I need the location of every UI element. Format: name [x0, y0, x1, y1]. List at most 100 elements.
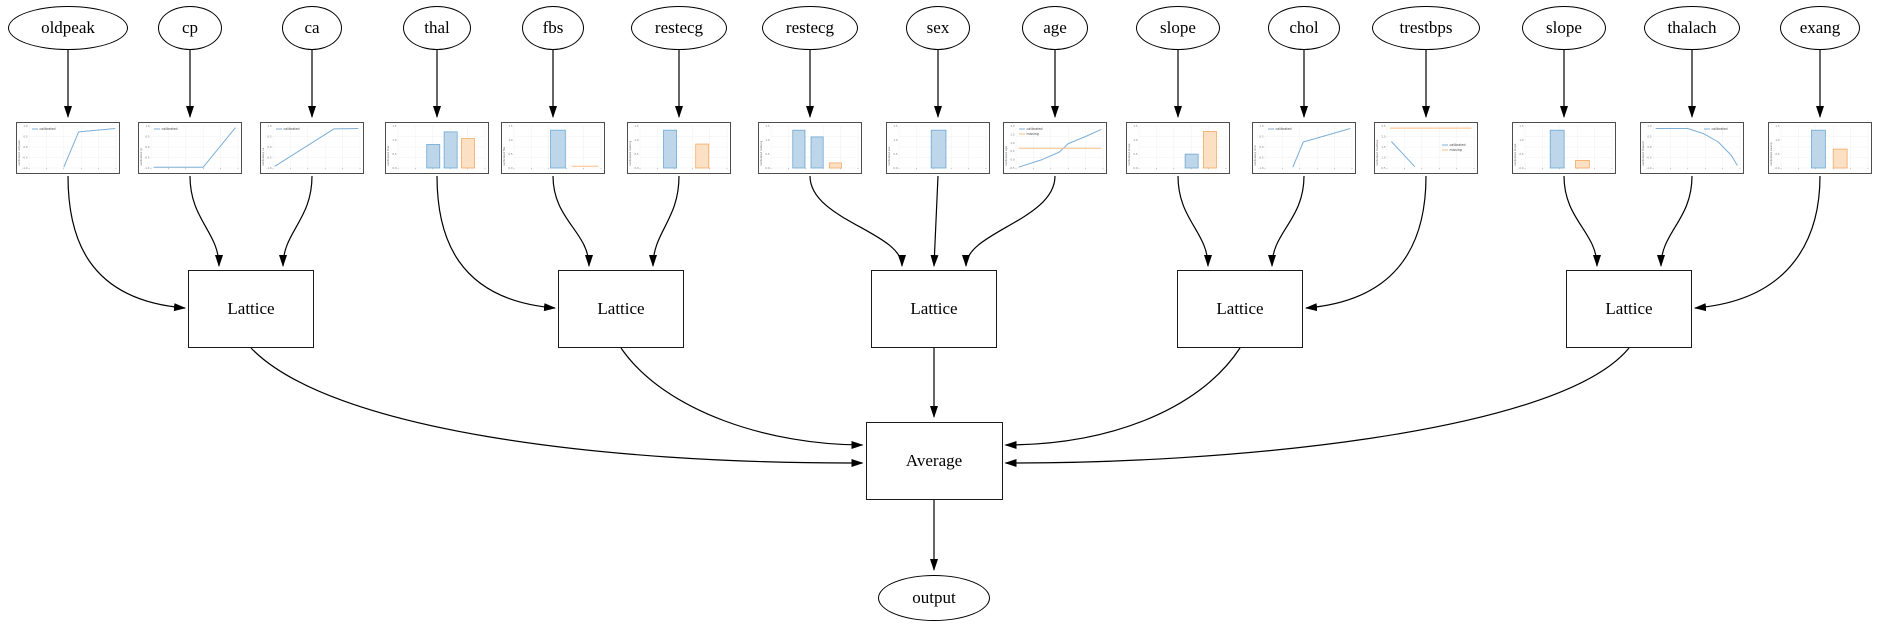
svg-text:1.0: 1.0 — [893, 138, 897, 142]
lattice-node-3: Lattice — [1177, 270, 1303, 348]
feature-node-cp-1: cp — [158, 6, 222, 50]
svg-text:1.0: 1.0 — [634, 138, 638, 142]
svg-text:0.0: 0.0 — [23, 145, 27, 149]
svg-text:1.0: 1.0 — [23, 124, 27, 128]
lattice-node-4: Lattice — [1566, 270, 1692, 348]
svg-text:1.0: 1.0 — [508, 138, 512, 142]
feature-label: fbs — [542, 18, 564, 37]
svg-text:0.5: 0.5 — [1519, 152, 1523, 156]
svg-text:1.0: 1.0 — [1133, 138, 1137, 142]
svg-text:0.0: 0.0 — [1647, 145, 1651, 149]
svg-text:1.0: 1.0 — [1775, 138, 1779, 142]
feature-node-restecg-6: restecg — [762, 6, 858, 50]
svg-text:0.0: 0.0 — [392, 166, 396, 170]
svg-text:1.5: 1.5 — [1775, 124, 1779, 128]
svg-text:1.5: 1.5 — [508, 124, 512, 128]
svg-text:calibrated thalach: calibrated thalach — [1641, 140, 1645, 166]
svg-text:calibrated: calibrated — [1027, 127, 1043, 131]
svg-text:calibrated restecg: calibrated restecg — [759, 140, 763, 166]
feature-label: thalach — [1667, 18, 1717, 37]
svg-text:calibrated sex: calibrated sex — [887, 146, 891, 166]
svg-text:1.5: 1.5 — [1133, 124, 1137, 128]
feature-label: chol — [1289, 18, 1319, 37]
svg-text:1.5: 1.5 — [1381, 145, 1385, 149]
svg-text:-0.5: -0.5 — [1009, 166, 1014, 170]
feature-node-sex-7: sex — [906, 6, 970, 50]
svg-text:1.0: 1.0 — [1010, 141, 1014, 145]
feature-node-chol-10: chol — [1268, 6, 1340, 50]
svg-text:-1.0: -1.0 — [266, 166, 271, 170]
svg-text:calibrated: calibrated — [40, 127, 56, 131]
svg-text:-1.0: -1.0 — [22, 166, 27, 170]
svg-text:calibrated cp: calibrated cp — [139, 148, 143, 166]
svg-text:-0.5: -0.5 — [22, 156, 27, 160]
svg-text:0.5: 0.5 — [267, 135, 271, 139]
svg-text:1.0: 1.0 — [1259, 124, 1263, 128]
feature-label: trestbps — [1399, 18, 1453, 37]
svg-text:calibrated oldpeak: calibrated oldpeak — [17, 140, 21, 166]
lattice-node-2: Lattice — [871, 270, 997, 348]
svg-text:calibrated fbs: calibrated fbs — [502, 146, 506, 166]
feature-label: oldpeak — [41, 18, 95, 37]
svg-text:calibrated: calibrated — [284, 127, 300, 131]
svg-text:-1.0: -1.0 — [1646, 166, 1651, 170]
feature-node-thalach-13: thalach — [1644, 6, 1740, 50]
lattice-node-0: Lattice — [188, 270, 314, 348]
svg-text:-1.0: -1.0 — [1258, 166, 1263, 170]
feature-node-restecg-5: restecg — [631, 6, 727, 50]
svg-text:1.5: 1.5 — [392, 124, 396, 128]
svg-text:0.5: 0.5 — [23, 135, 27, 139]
svg-text:1.0: 1.0 — [145, 124, 149, 128]
svg-text:1.5: 1.5 — [893, 124, 897, 128]
svg-text:calibrated restecg: calibrated restecg — [628, 140, 632, 166]
svg-text:0.0: 0.0 — [1775, 166, 1779, 170]
svg-text:calibrated: calibrated — [1276, 127, 1292, 131]
lattice-label: Lattice — [910, 299, 958, 318]
svg-text:-0.5: -0.5 — [1258, 156, 1263, 160]
svg-text:0.0: 0.0 — [634, 166, 638, 170]
output-label: output — [912, 588, 956, 607]
svg-text:0.0: 0.0 — [1519, 166, 1523, 170]
svg-text:0.0: 0.0 — [145, 145, 149, 149]
svg-text:0.0: 0.0 — [1133, 166, 1137, 170]
svg-text:1.0: 1.0 — [1519, 138, 1523, 142]
svg-text:calibrated chol: calibrated chol — [1253, 145, 1257, 166]
feature-label: cp — [181, 18, 199, 37]
svg-text:-1.0: -1.0 — [144, 166, 149, 170]
output-node: output — [878, 575, 990, 621]
feature-label: slope — [1546, 18, 1582, 37]
feature-node-fbs-4: fbs — [522, 6, 584, 50]
svg-text:2.0: 2.0 — [1381, 135, 1385, 139]
feature-label: sex — [926, 18, 950, 37]
svg-text:-0.5: -0.5 — [266, 156, 271, 160]
svg-text:0.5: 0.5 — [765, 152, 769, 156]
feature-label: slope — [1160, 18, 1196, 37]
svg-text:-0.5: -0.5 — [1646, 156, 1651, 160]
feature-label: thal — [424, 18, 450, 37]
feature-node-exang-14: exang — [1780, 6, 1860, 50]
svg-text:1.0: 1.0 — [1647, 124, 1651, 128]
svg-text:1.5: 1.5 — [1010, 132, 1014, 136]
svg-text:calibrated: calibrated — [1712, 127, 1728, 131]
feature-node-slope-12: slope — [1522, 6, 1606, 50]
feature-label: age — [1043, 18, 1067, 37]
svg-text:calibrated thal: calibrated thal — [386, 145, 390, 166]
svg-text:1.0: 1.0 — [765, 138, 769, 142]
svg-text:0.5: 0.5 — [1259, 135, 1263, 139]
average-node: Average — [865, 422, 1003, 500]
lattice-label: Lattice — [227, 299, 275, 318]
